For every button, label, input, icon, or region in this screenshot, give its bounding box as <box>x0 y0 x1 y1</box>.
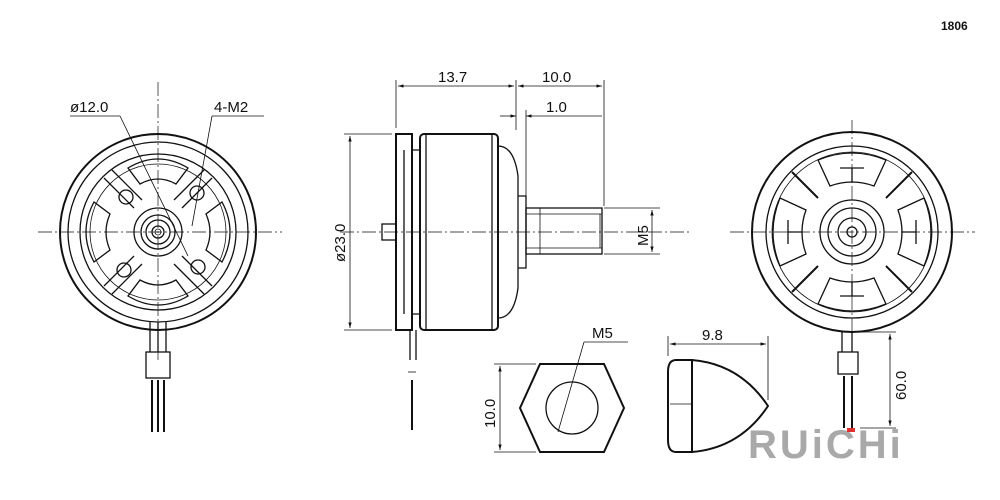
nut-thread-label: M5 <box>592 325 613 342</box>
cap-length-label: 9.8 <box>702 327 723 344</box>
rear-view-bell-side <box>730 120 975 429</box>
brand-logo-text: RUiCHi <box>748 423 904 467</box>
shaft-shoulder-label: 1.0 <box>546 99 567 116</box>
motor-diameter-label: ø23.0 <box>332 224 349 262</box>
mount-holes-label: 4-M2 <box>214 99 248 116</box>
prop-cap-view <box>667 336 770 453</box>
nut-view <box>494 341 628 453</box>
nut-width-label: 10.0 <box>482 399 499 428</box>
side-view <box>340 80 690 430</box>
stator-diameter-label: ø12.0 <box>70 99 108 116</box>
model-number: 1806 <box>941 19 968 33</box>
body-length-label: 13.7 <box>438 69 467 86</box>
front-view-mount-side <box>38 82 282 432</box>
shaft-thread-label: M5 <box>635 225 652 246</box>
lead-length-label: 60.0 <box>893 371 910 400</box>
logo-accent-mark <box>847 428 855 432</box>
shaft-length-label: 10.0 <box>542 69 571 86</box>
brand-logo: RUiCHi <box>748 423 904 467</box>
